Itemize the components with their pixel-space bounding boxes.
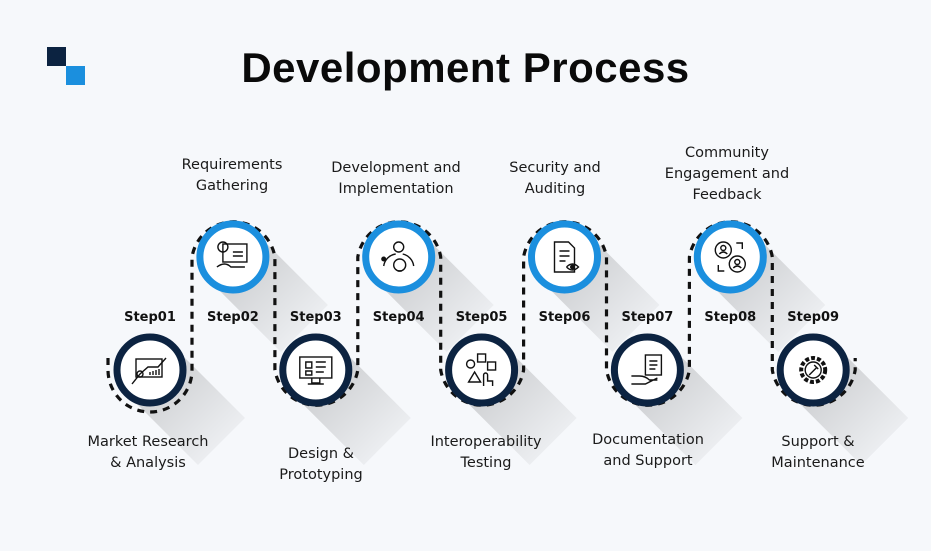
step-title-line: and Support (603, 453, 693, 469)
step-node-6 (528, 220, 601, 294)
step-ring (279, 333, 353, 407)
step-title-line: Testing (460, 455, 512, 471)
gear-lightbulb-icon (381, 241, 415, 272)
step-title-line: & Analysis (110, 455, 186, 471)
step-title-line: Prototyping (279, 467, 362, 483)
monitor-design-icon (299, 356, 333, 385)
gear-wrench-icon (799, 356, 828, 384)
step-label: Step06 (539, 310, 591, 325)
step-title-line: Community (685, 145, 769, 161)
document-eye-icon (553, 241, 580, 273)
step-label: Step05 (456, 310, 508, 325)
requirements-gear-icon (216, 241, 248, 268)
step-label: Step07 (622, 310, 674, 325)
step-label: Step09 (787, 310, 839, 325)
step-title-line: Market Research (88, 434, 209, 450)
step-node-4 (362, 220, 436, 294)
step-title-line: Engagement and (665, 166, 789, 182)
step-ring (610, 333, 684, 407)
step-title-line: Maintenance (771, 455, 864, 471)
step-node-8 (693, 220, 767, 294)
step-title-line: Feedback (692, 187, 762, 203)
step-title-line: Auditing (525, 181, 585, 197)
step-node-5 (445, 333, 519, 407)
step-node-2 (196, 220, 270, 294)
step-label: Step03 (290, 310, 342, 325)
step-title-line: Design & (288, 446, 354, 462)
step-label: Step04 (373, 310, 425, 325)
step-ring (362, 220, 436, 294)
chart-analysis-icon (131, 357, 167, 385)
logo-square-dark (47, 47, 66, 66)
step-ring (693, 220, 767, 294)
users-exchange-icon (714, 241, 746, 273)
step-title-line: Requirements (182, 157, 283, 173)
step-title-line: Gathering (196, 178, 268, 194)
step-node-7 (610, 333, 684, 407)
step-label: Step01 (124, 310, 176, 325)
step-title-line: Support & (781, 434, 854, 450)
step-ring (113, 333, 187, 407)
step-title-line: Documentation (592, 432, 704, 448)
step-ring (776, 333, 850, 407)
logo-square-blue (66, 66, 85, 85)
step-node-3 (279, 333, 353, 407)
step-title-line: Security and (509, 160, 600, 176)
step-title-line: Interoperability (430, 434, 542, 450)
step-ring (528, 220, 601, 294)
step-node-1 (113, 333, 187, 407)
step-title-line: Implementation (338, 181, 453, 197)
step-ring (196, 220, 270, 294)
step-node-9 (776, 333, 850, 407)
hand-document-icon (631, 354, 663, 385)
step-label: Step08 (704, 310, 756, 325)
page-title: Development Process (241, 44, 690, 91)
shapes-touch-icon (465, 353, 497, 386)
step-label: Step02 (207, 310, 259, 325)
step-ring (445, 333, 519, 407)
step-title-line: Development and (331, 160, 461, 176)
